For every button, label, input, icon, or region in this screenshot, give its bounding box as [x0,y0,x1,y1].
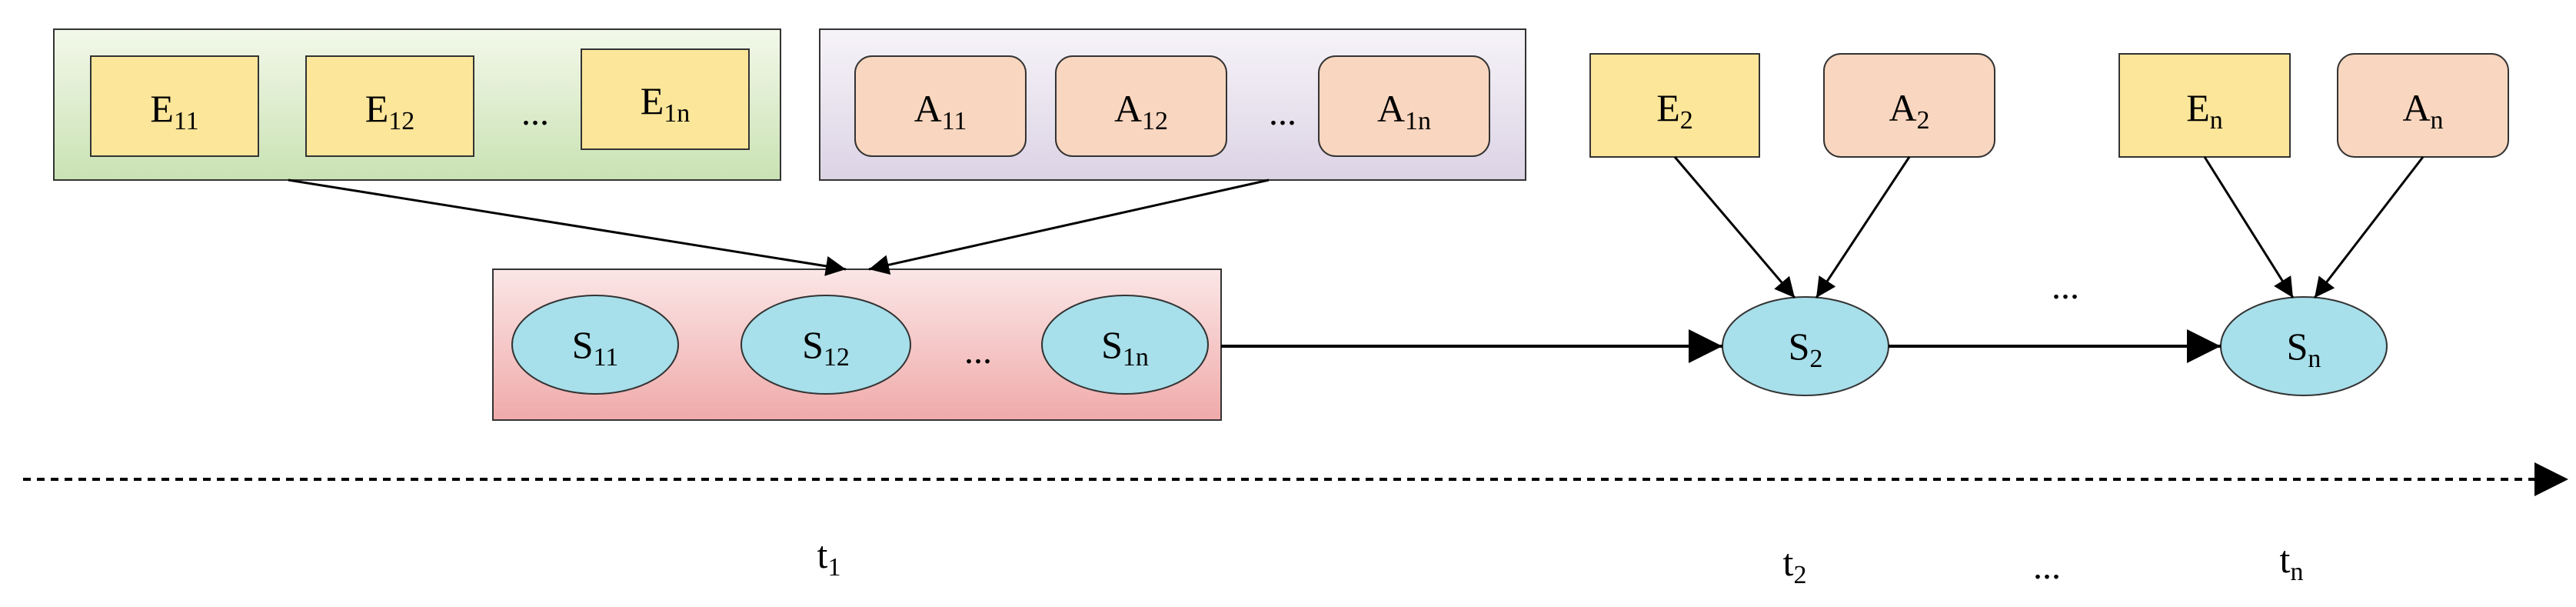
arrow-e2-to-s2 [1673,156,1796,298]
svg-text:t2: t2 [1783,541,1807,589]
sn-node: Sn [2220,296,2388,396]
e2-node: E2 [1589,53,1760,158]
svg-text:S2: S2 [1789,325,1823,373]
s-group-ellipsis: ... [964,331,992,372]
s1n-node: S1n [1041,295,1209,395]
time-label-t2: t2 [1783,541,1807,589]
svg-text:S12: S12 [802,323,850,372]
arrow-e-group-to-s-group [288,178,847,276]
svg-text:A11: A11 [914,87,967,135]
arrow-en-to-sn [2203,156,2295,298]
a11-node: A11 [854,55,1027,157]
a2-node: A2 [1823,53,1995,158]
svg-text:An: An [2402,86,2443,135]
e-group-ellipsis: ... [521,92,549,133]
svg-text:t1: t1 [817,533,841,582]
timeline-ellipsis: ... [2033,546,2061,587]
s2-node: S2 [1722,296,1889,396]
svg-text:A1n: A1n [1377,87,1431,135]
arrow-a2-to-s2 [1815,156,1911,298]
svg-text:E1n: E1n [641,79,691,128]
svg-text:A2: A2 [1889,86,1929,135]
time-label-t1: t1 [817,533,841,582]
arrow-an-to-sn [2313,156,2425,298]
a12-node: A12 [1055,55,1227,157]
svg-text:tn: tn [2280,538,2304,586]
svg-text:En: En [2186,86,2223,135]
svg-text:Sn: Sn [2287,325,2321,373]
svg-text:E11: E11 [150,87,198,135]
svg-text:E12: E12 [365,87,415,135]
svg-text:S1n: S1n [1101,323,1149,372]
s12-node: S12 [741,295,911,395]
en-node: En [2118,53,2291,158]
time-label-tn: tn [2280,538,2304,586]
a1n-node: A1n [1318,55,1490,157]
steps-ellipsis: ... [2052,266,2079,307]
e12-node: E12 [305,55,474,157]
arrow-a-group-to-s-group [868,178,1270,275]
e1n-node: E1n [581,48,750,150]
an-node: An [2337,53,2509,158]
e11-node: E11 [90,55,259,157]
a-group-ellipsis: ... [1269,92,1296,133]
svg-text:S11: S11 [572,323,619,372]
svg-text:E2: E2 [1656,86,1693,135]
s11-node: S11 [511,295,679,395]
svg-text:A12: A12 [1114,87,1168,135]
